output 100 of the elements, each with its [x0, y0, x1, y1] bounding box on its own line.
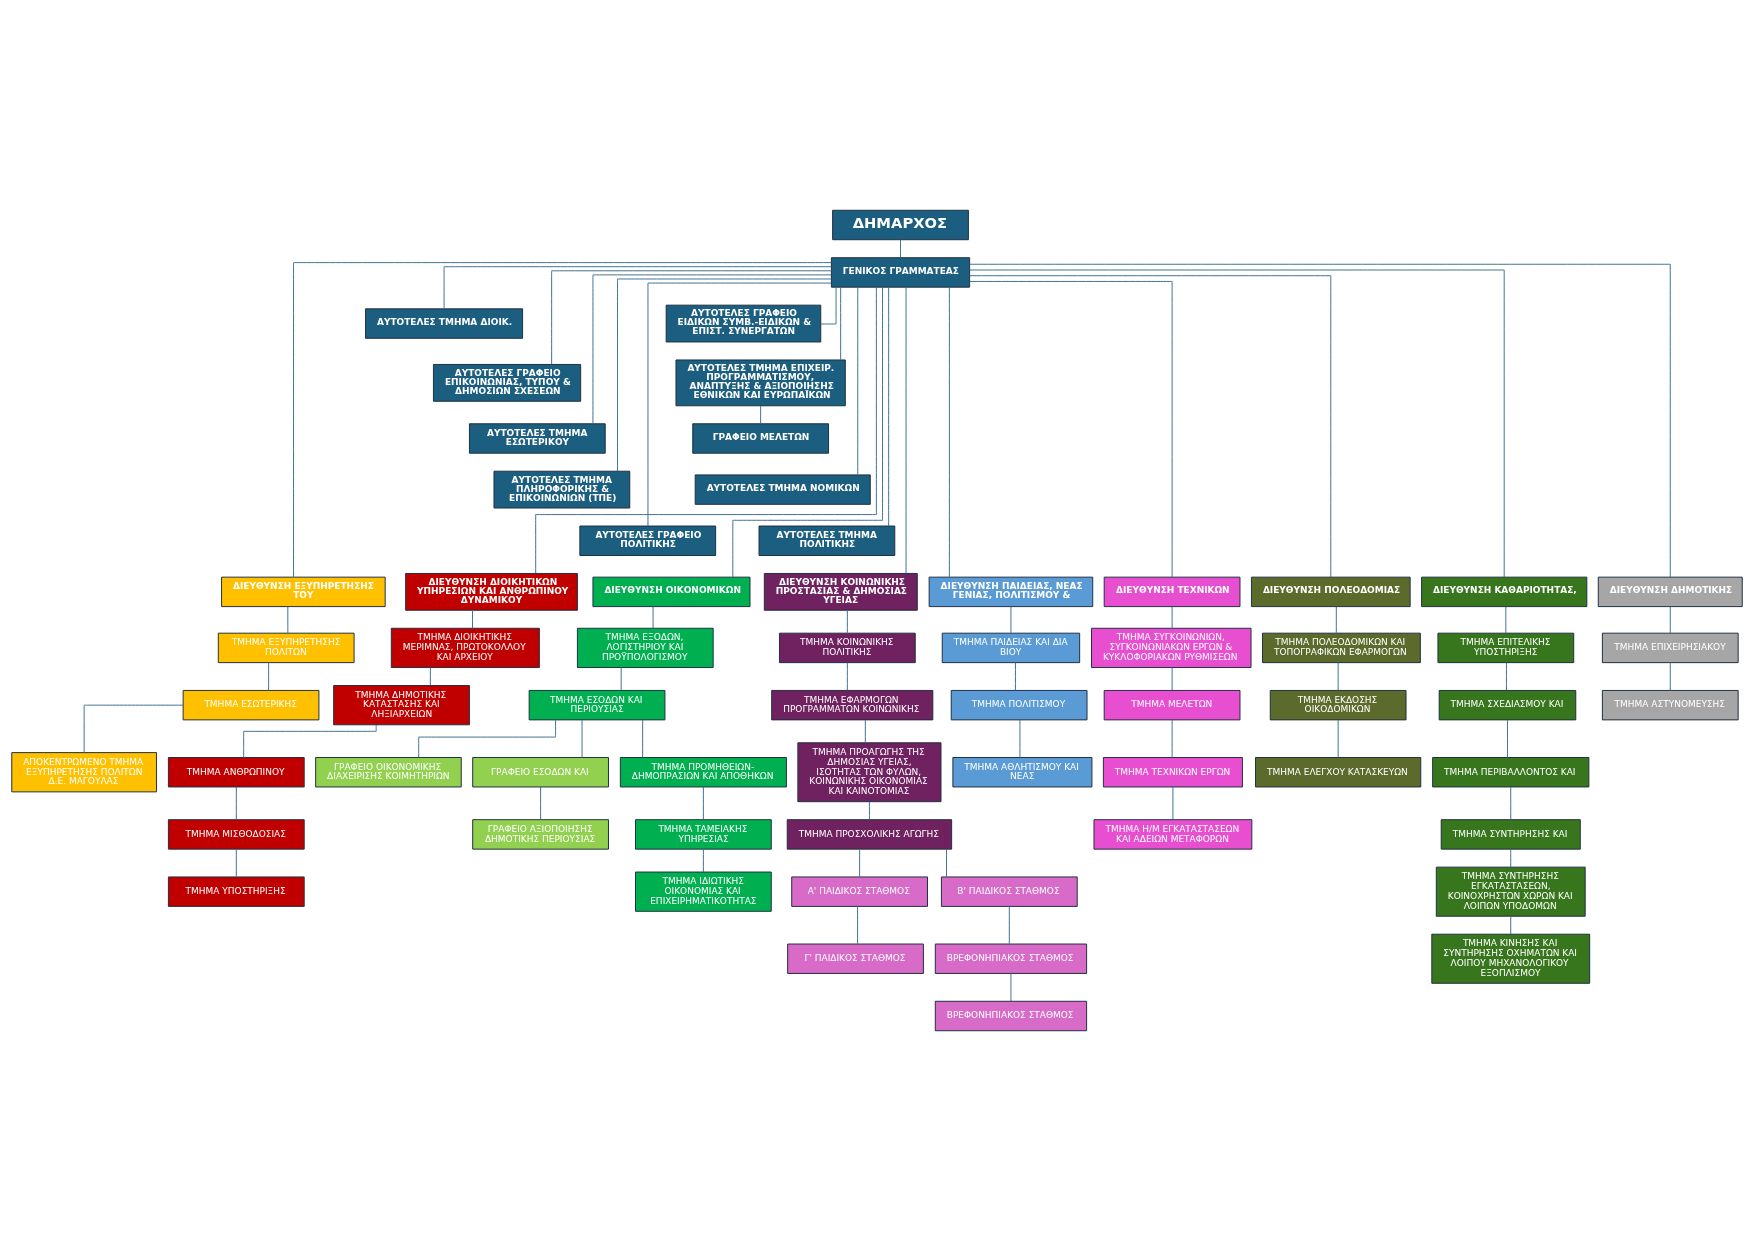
- node-box: ΤΜΗΜΑ ΑΘΛΗΤΙΣΜΟΥ ΚΑΙ ΝΕΑΣ: [952, 756, 1093, 787]
- node-box: ΤΜΗΜΑ ΔΙΟΙΚΗΤΙΚΗΣ ΜΕΡΙΜΝΑΣ, ΠΡΩΤΟΚΟΛΛΟΥ ΚΑΙ ΑΡΧΕΙΟΥ: [390, 627, 540, 668]
- connector: [1172, 786, 1174, 820]
- node-box: ΤΜΗΜΑ ΣΥΓΚΟΙΝΩΝΙΩΝ, ΣΥΓΚΟΙΝΩΝΙΑΚΩΝ ΕΡΓΩΝ & ΚΥΚΛΟΦΟΡΙΑΚΩΝ ΡΥΘΜΙΣΕΩΝ: [1091, 627, 1252, 668]
- node-box: ΤΜΗΜΑ ΕΠΙΧΕΙΡΗΣΙΑΚΟΥ: [1601, 632, 1739, 663]
- node-box: ΔΙΕΥΘΥΝΣΗ ΚΑΘΑΡΙΟΤΗΤΑΣ,: [1421, 576, 1588, 607]
- node-box: ΤΜΗΜΑ ΕΣΟΔΩΝ ΚΑΙ ΠΕΡΙΟΥΣΙΑΣ: [528, 689, 666, 720]
- node-box: ΔΙΕΥΘΥΝΣΗ ΔΗΜΟΤΙΚΗΣ: [1597, 576, 1743, 607]
- connector: [652, 605, 654, 629]
- connector: [846, 661, 848, 691]
- connector: [642, 719, 644, 758]
- connector: [268, 661, 270, 691]
- node-box: ΤΜΗΜΑ ΣΥΝΤΗΡΗΣΗΣ ΕΓΚΑΤΑΣΤΑΣΕΩΝ, ΚΟΙΝΟΧΡΗΣΤΩΝ ΧΩΡΩΝ ΚΑΙ ΛΟΙΠΩΝ ΥΠΟΔΟΜΩΝ: [1435, 866, 1586, 917]
- connector: [287, 605, 289, 633]
- node-box: ΓΡΑΦΕΙΟ ΜΕΛΕΤΩΝ: [692, 422, 829, 454]
- connector: [551, 269, 832, 365]
- node-box: ΤΜΗΜΑ ΕΚΔΟΣΗΣ ΟΙΚΟΔΟΜΙΚΩΝ: [1269, 689, 1407, 720]
- node-box: ΔΙΕΥΘΥΝΣΗ ΚΟΙΝΩΝΙΚΗΣ ΠΡΟΣΤΑΣΙΑΣ & ΔΗΜΟΣΙΑΣ ΥΓΕΙΑΣ: [763, 572, 918, 611]
- node-box: ΤΜΗΜΑ ΤΕΧΝΙΚΩΝ ΕΡΓΩΝ: [1102, 756, 1243, 787]
- node-box: ΔΙΕΥΘΥΝΣΗ ΤΕΧΝΙΚΩΝ: [1103, 576, 1241, 607]
- node-box: ΤΜΗΜΑ ΑΝΘΡΩΠΙΝΟΥ: [167, 756, 305, 787]
- connector: [1010, 605, 1012, 633]
- connector: [535, 286, 877, 574]
- connector: [969, 274, 1332, 578]
- connector: [1510, 848, 1512, 867]
- node-box: ΤΜΗΜΑ ΣΧΕΔΙΑΣΜΟΥ ΚΑΙ: [1438, 689, 1577, 720]
- node-box: ΑΥΤΟΤΕΛΕΣ ΤΜΗΜΑ ΝΟΜΙΚΩΝ: [694, 473, 871, 505]
- node-box: ΤΜΗΜΑ ΠΡΟΜΗΘΕΙΩΝ-ΔΗΜΟΠΡΑΣΙΩΝ ΚΑΙ ΑΠΟΘΗΚΩΝ: [619, 756, 787, 787]
- connector: [857, 286, 859, 475]
- connector: [900, 238, 901, 258]
- connector: [905, 286, 907, 574]
- node-box: ΑΥΤΟΤΕΛΕΣ ΤΜΗΜΑ ΕΠΙΧΕΙΡ. ΠΡΟΓΡΑΜΜΑΤΙΣΜΟΥ, ΑΝΑΠΤΥΞΗΣ & ΑΞΙΟΠΟΙΗΣΗΣ ΕΘΝΙΚΩΝ ΚΑΙ ΕΥΡΩΠΑΪΚΩΝ: [675, 359, 846, 406]
- node-box: ΑΠΟΚΕΝΤΡΩΜΕΝΟ ΤΜΗΜΑ ΕΞΥΠΗΡΕΤΗΣΗΣ ΠΟΛΙΤΩΝ Δ.Ε. ΜΑΓΟΥΛΑΣ: [11, 751, 158, 792]
- connector: [540, 786, 542, 820]
- connector: [1019, 719, 1021, 758]
- connector: [840, 286, 842, 360]
- connector: [472, 609, 473, 628]
- connector: [1510, 915, 1512, 935]
- connector: [946, 848, 947, 877]
- node-box: ΤΜΗΜΑ ΜΕΛΕΤΩΝ: [1103, 689, 1241, 720]
- node-box: ΤΜΗΜΑ ΙΔΙΩΤΙΚΗΣ ΟΙΚΟΝΟΜΙΑΣ ΚΑΙ ΕΠΙΧΕΙΡΗΜΑΤΙΚΟΤΗΤΑΣ: [635, 871, 772, 912]
- connector: [1337, 719, 1339, 758]
- connector: [846, 609, 848, 633]
- node-box: ΤΜΗΜΑ ΕΠΙΤΕΛΙΚΗΣ ΥΠΟΣΤΗΡΙΞΗΣ: [1437, 632, 1575, 663]
- node-box: Α' ΠΑΙΔΙΚΟΣ ΣΤΑΘΜΟΣ: [791, 875, 928, 907]
- connector: [83, 704, 184, 753]
- node-box: ΤΜΗΜΑ ΚΙΝΗΣΗΣ ΚΑΙ ΣΥΝΤΗΡΗΣΗΣ ΟΧΗΜΑΤΩΝ ΚΑΙ ΛΟΙΠΟΥ ΜΗΧΑΝΟΛΟΓΙΚΟΥ ΕΞΟΠΛΙΣΜΟΥ: [1431, 933, 1591, 984]
- node-box: ΤΜΗΜΑ ΕΞΥΠΗΡΕΤΗΣΗΣ ΠΟΛΙΤΩΝ: [217, 632, 355, 663]
- connector: [857, 905, 859, 944]
- connector: [948, 286, 950, 577]
- connector: [1505, 661, 1507, 691]
- connector: [732, 286, 883, 578]
- node-box: ΤΜΗΜΑ ΠΑΙΔΕΙΑΣ ΚΑΙ ΔΙΑ ΒΙΟΥ: [941, 632, 1081, 663]
- connector: [235, 786, 237, 820]
- node-box: ΓΡΑΦΕΙΟ ΟΙΚΟΝΟΜΙΚΗΣ ΔΙΑΧΕΙΡΙΣΗΣ ΚΟΙΜΗΤΗΡΙΩΝ: [315, 756, 462, 787]
- node-box: ΓΕΝΙΚΟΣ ΓΡΑΜΜΑΤΕΑΣ: [830, 256, 971, 288]
- connector: [1510, 786, 1512, 820]
- node-box: ΑΥΤΟΤΕΛΕΣ ΤΜΗΜΑ ΠΟΛΙΤΙΚΗΣ: [758, 525, 896, 556]
- connector: [429, 666, 431, 686]
- node-box: ΤΜΗΜΑ ΠΟΛΙΤΙΣΜΟΥ: [950, 689, 1088, 720]
- connector: [868, 800, 870, 820]
- node-box: ΤΜΗΜΑ ΤΑΜΕΙΑΚΗΣ ΥΠΗΡΕΣΙΑΣ: [635, 818, 772, 850]
- connector: [969, 280, 1173, 578]
- connector: [1505, 605, 1507, 633]
- node-box: ΔΙΕΥΘΥΝΣΗ ΟΙΚΟΝΟΜΙΚΩΝ: [592, 576, 751, 607]
- node-box: ΑΥΤΟΤΕΛΕΣ ΓΡΑΦΕΙΟ ΠΟΛΙΤΙΚΗΣ: [579, 525, 717, 556]
- node-box: ΤΜΗΜΑ ΥΠΟΣΤΗΡΙΞΗΣ: [167, 875, 305, 907]
- node-box: ΤΜΗΜΑ ΑΣΤΥΝΟΜΕΥΣΗΣ: [1601, 689, 1739, 720]
- connector: [969, 263, 1671, 577]
- node-box: ΑΥΤΟΤΕΛΕΣ ΓΡΑΦΕΙΟ ΕΙΔΙΚΩΝ ΣΥΜΒ.-ΕΙΔΙΚΩΝ & ΕΠΙΣΤ. ΣΥΝΕΡΓΑΤΩΝ: [665, 304, 822, 342]
- node-box: ΤΜΗΜΑ ΕΛΕΓΧΟΥ ΚΑΤΑΣΚΕΥΩΝ: [1255, 756, 1422, 787]
- node-box: ΑΥΤΟΤΕΛΕΣ ΤΜΗΜΑ ΠΛΗΡΟΦΟΡΙΚΗΣ & ΕΠΙΚΟΙΝΩΝΙΩΝ (ΤΠΕ): [493, 470, 631, 508]
- node-box: ΤΜΗΜΑ ΠΕΡΙΒΑΛΛΟΝΤΟΣ ΚΑΙ: [1432, 756, 1590, 787]
- connector: [1014, 661, 1016, 691]
- connector: [243, 724, 377, 758]
- connector: [1008, 905, 1010, 944]
- node-box: ΔΙΕΥΘΥΝΣΗ ΕΞΥΠΗΡΕΤΗΣΗΣ ΤΟΥ: [221, 576, 386, 607]
- connector: [592, 273, 832, 424]
- node-box: ΑΥΤΟΤΕΛΕΣ ΤΜΗΜΑ ΔΙΟΙΚ.: [365, 307, 524, 339]
- connector: [969, 269, 1505, 577]
- node-box: ΤΜΗΜΑ ΕΦΑΡΜΟΓΩΝ ΠΡΟΓΡΑΜΜΑΤΩΝ ΚΟΙΝΩΝΙΚΗΣ: [771, 689, 934, 720]
- node-box: ΑΥΤΟΤΕΛΕΣ ΤΜΗΜΑ ΕΣΩΤΕΡΙΚΟΥ: [468, 422, 606, 454]
- node-box: ΔΗΜΑΡΧΟΣ: [832, 209, 969, 240]
- connector: [1669, 605, 1671, 633]
- connector: [820, 286, 837, 324]
- connector: [620, 666, 622, 691]
- connector: [864, 719, 866, 743]
- connector: [859, 848, 861, 877]
- node-box: ΤΜΗΜΑ ΚΟΙΝΩΝΙΚΗΣ ΠΟΛΙΤΙΚΗΣ: [778, 632, 916, 663]
- connector: [702, 848, 704, 872]
- connector: [1010, 972, 1012, 1002]
- connector: [760, 404, 762, 424]
- node-box: ΤΜΗΜΑ ΕΣΩΤΕΡΙΚΗΣ: [182, 689, 320, 720]
- connector: [702, 786, 704, 820]
- node-box: ΤΜΗΜΑ ΠΡΟΑΓΩΓΗΣ ΤΗΣ ΔΗΜΟΣΙΑΣ ΥΓΕΙΑΣ, ΙΣΟΤΗΤΑΣ ΤΩΝ ΦΥΛΩΝ, ΚΟΙΝΩΝΙΚΗΣ ΟΙΚΟΝΟΜΙΑΣ ΚΑΙ ΚΑΙΝΟΤΟΜΙΑΣ: [797, 741, 942, 802]
- node-box: ΤΜΗΜΑ ΕΞΟΔΩΝ, ΛΟΓΙΣΤΗΡΙΟΥ ΚΑΙ ΠΡΟΫΠΟΛΟΓΙΣΜΟΥ: [576, 627, 714, 668]
- node-box: ΤΜΗΜΑ ΠΟΛΕΟΔΟΜΙΚΩΝ ΚΑΙ ΤΟΠΟΓΡΑΦΙΚΩΝ ΕΦΑΡΜΟΓΩΝ: [1262, 632, 1421, 663]
- connector: [1171, 666, 1173, 691]
- node-box: ΤΜΗΜΑ ΔΗΜΟΤΙΚΗΣ ΚΑΤΑΣΤΑΣΗΣ ΚΑΙ ΛΗΞΙΑΡΧΕΙΩΝ: [333, 684, 470, 725]
- connector: [1171, 719, 1173, 758]
